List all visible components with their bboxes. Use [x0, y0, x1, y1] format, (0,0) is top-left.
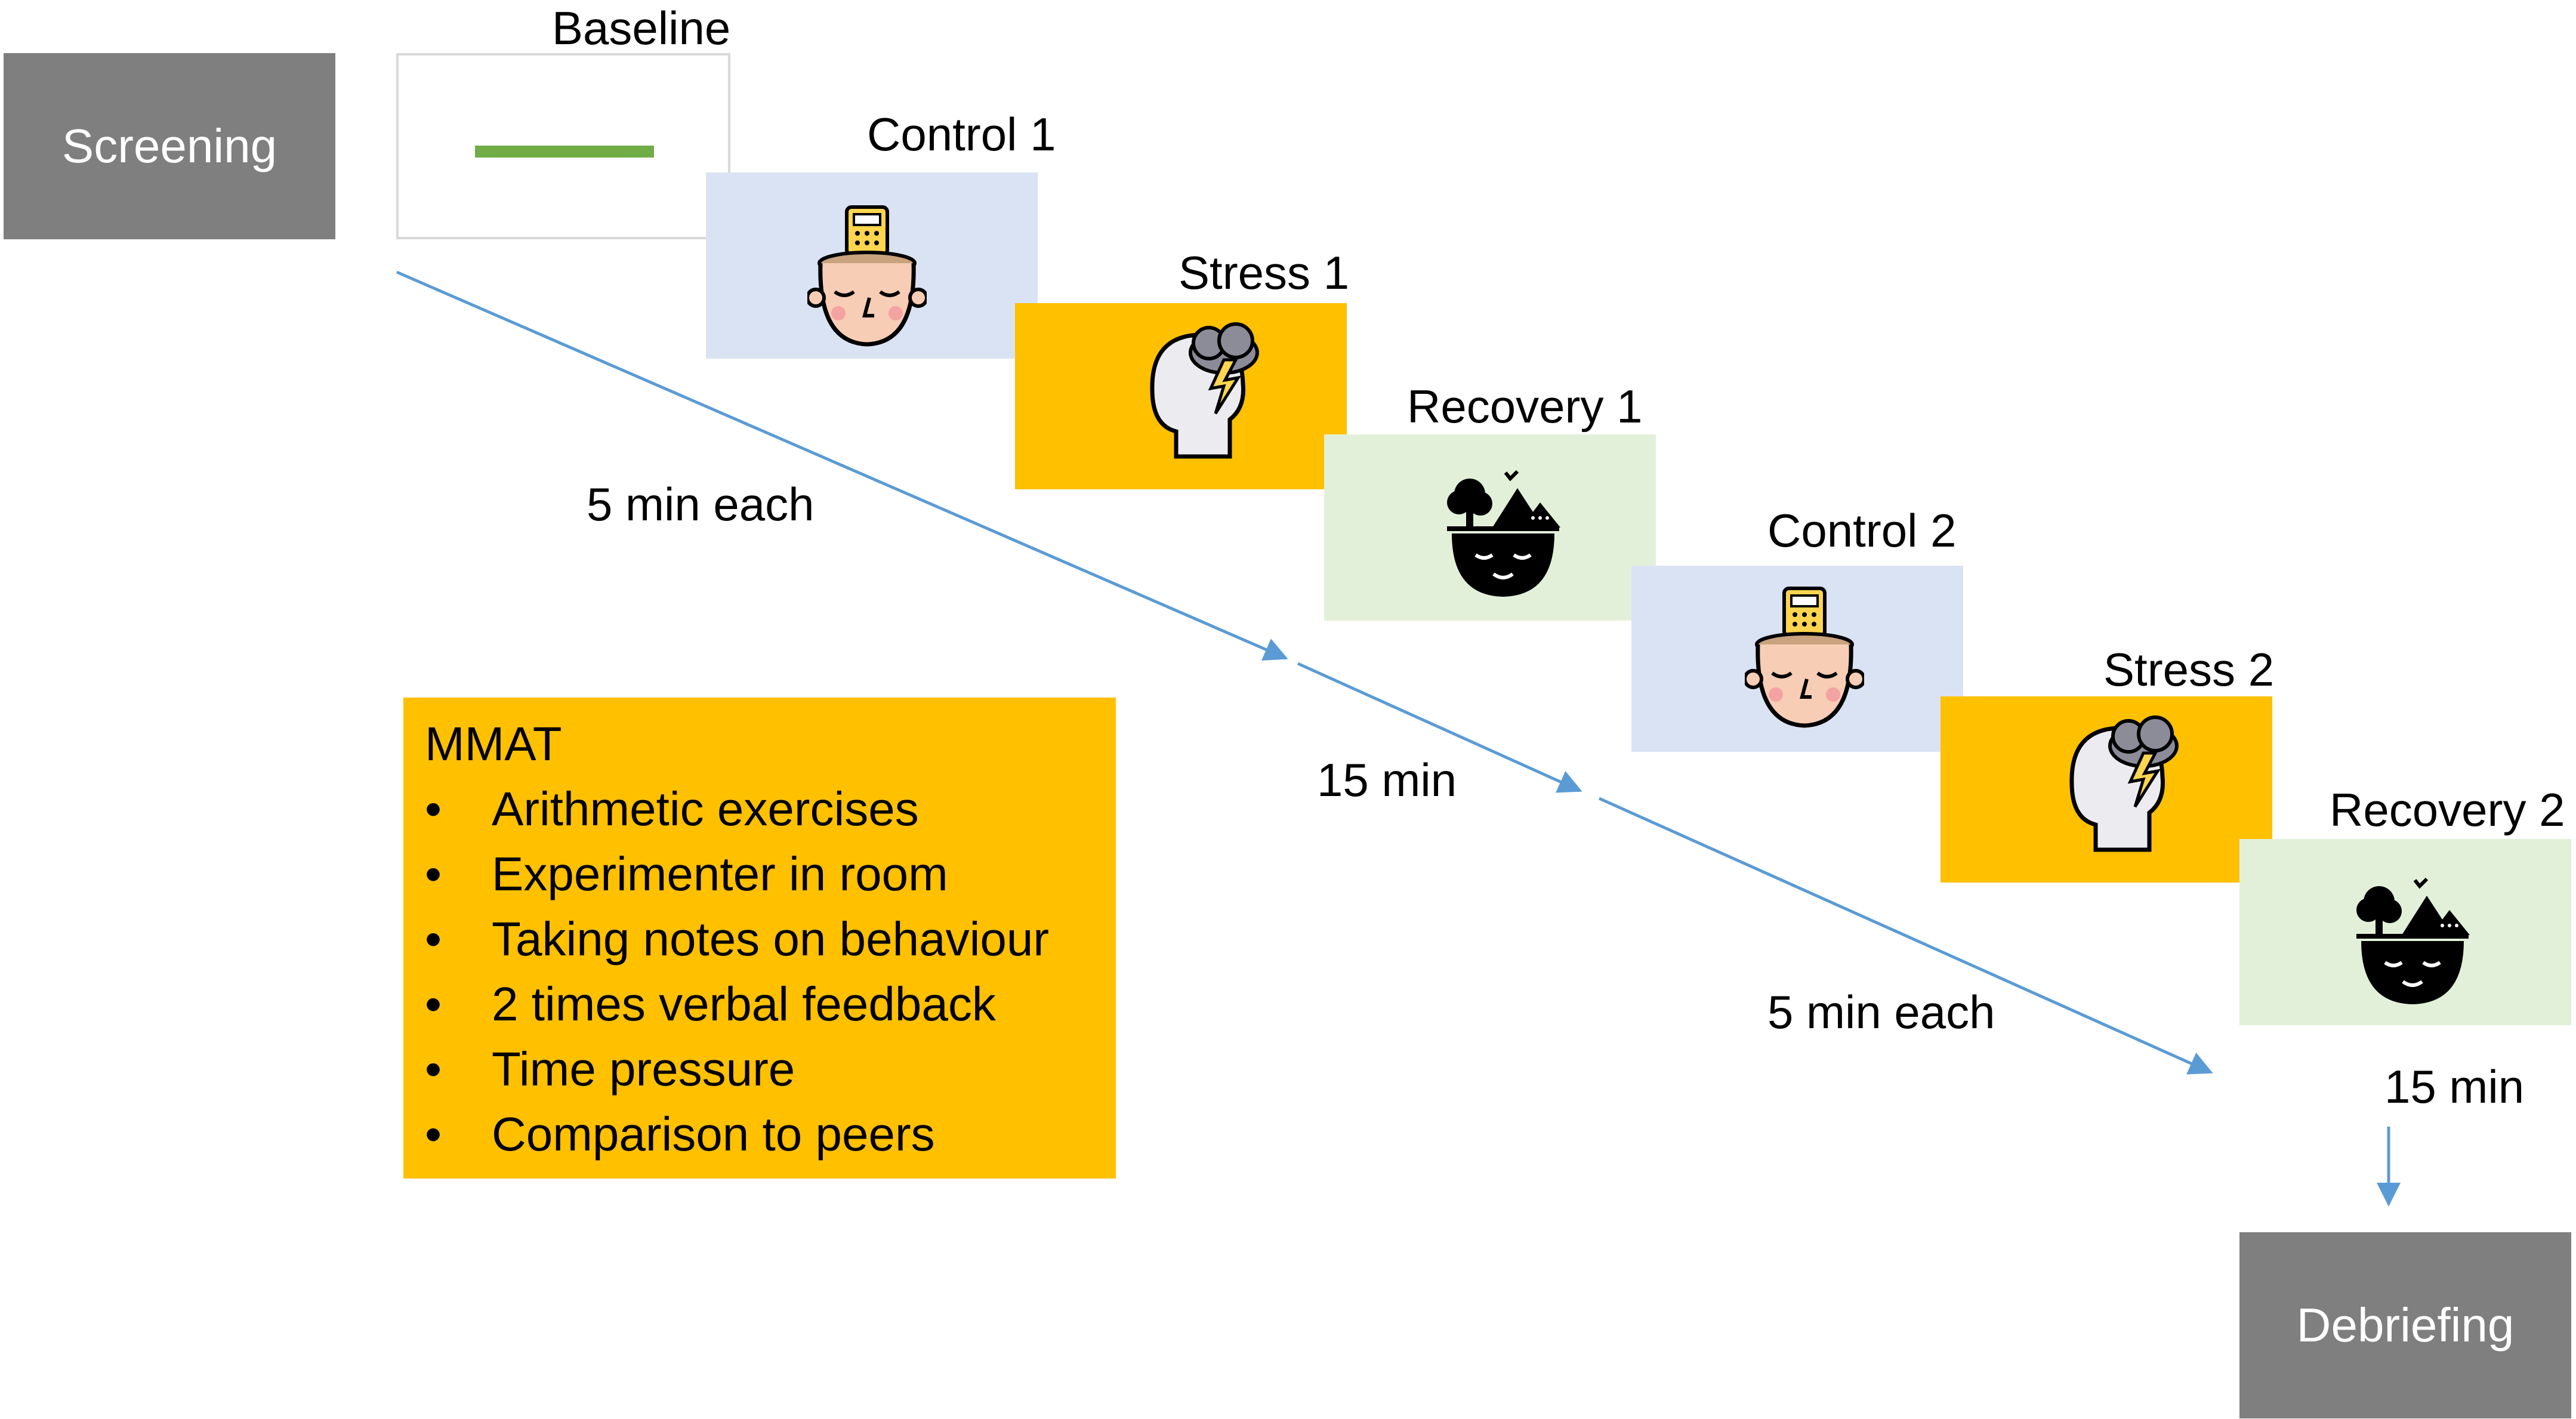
baseline-label: Baseline — [552, 2, 731, 54]
mmat-item-text: 2 times verbal feedback — [492, 977, 996, 1031]
stress-2-box — [1941, 696, 2272, 883]
mmat-item-text: Taking notes on behaviour — [492, 912, 1049, 965]
mmat-list-item: • 2 times verbal feedback — [425, 971, 1116, 1037]
head-nature-icon — [1447, 470, 1560, 597]
mmat-item-text: Comparison to peers — [492, 1108, 935, 1161]
arrow-segment-1 — [396, 270, 1288, 661]
screening-label: Screening — [61, 119, 277, 172]
baseline-box — [396, 53, 730, 239]
control-1-box — [706, 172, 1038, 359]
bullet-point: • — [425, 977, 442, 1031]
head-calculator-icon — [807, 205, 927, 347]
mmat-item-text: Time pressure — [492, 1042, 795, 1096]
mmat-item-text: Arithmetic exercises — [492, 782, 919, 835]
recovery-1-label: Recovery 1 — [1407, 380, 1643, 433]
bullet-point: • — [425, 1108, 442, 1161]
green-line-icon — [475, 146, 654, 158]
duration-label-first: 5 min each — [587, 478, 815, 530]
bullet-point: • — [425, 1042, 442, 1096]
bullet-point: • — [425, 782, 442, 835]
stress-1-label: Stress 1 — [1179, 246, 1350, 299]
recovery-1-box — [1324, 434, 1656, 621]
head-storm-cloud-icon — [2069, 715, 2179, 852]
debriefing-label: Debriefing — [2296, 1298, 2515, 1352]
arrow-segment-3 — [1598, 797, 2213, 1075]
recovery-2-box — [2239, 839, 2571, 1025]
mmat-list: • Arithmetic exercises • Experimenter in ro… — [425, 776, 1116, 1167]
mmat-item-text: Experimenter in room — [492, 847, 948, 900]
mmat-list-item: • Experimenter in room — [425, 841, 1116, 906]
recovery-2-label: Recovery 2 — [2330, 783, 2565, 836]
control-2-label: Control 2 — [1767, 504, 1957, 557]
head-nature-icon — [2356, 877, 2470, 1004]
stress-2-label: Stress 2 — [2103, 643, 2275, 696]
bullet-point: • — [425, 912, 442, 965]
head-storm-cloud-icon — [1150, 322, 1259, 459]
control-1-label: Control 1 — [867, 108, 1056, 161]
duration-label-final: 15 min — [2384, 1060, 2525, 1113]
head-calculator-icon — [1745, 587, 1864, 728]
mmat-list-item: • Comparison to peers — [425, 1102, 1116, 1167]
arrow-segment-2 — [1297, 662, 1582, 793]
mmat-list-item: • Time pressure — [425, 1037, 1116, 1102]
debriefing-box: Debriefing — [2239, 1232, 2571, 1418]
bullet-point: • — [425, 847, 442, 900]
control-2-box — [1631, 566, 1963, 752]
mmat-box: MMAT • Arithmetic exercises • Experimenter … — [403, 698, 1116, 1179]
screening-box: Screening — [4, 53, 335, 239]
mmat-title: MMAT — [425, 717, 562, 770]
mmat-list-item: • Taking notes on behaviour — [425, 906, 1116, 971]
duration-label-middle: 15 min — [1317, 754, 1457, 806]
stress-1-box — [1015, 303, 1347, 489]
mmat-list-item: • Arithmetic exercises — [425, 776, 1116, 841]
duration-label-second: 5 min each — [1767, 986, 1995, 1038]
